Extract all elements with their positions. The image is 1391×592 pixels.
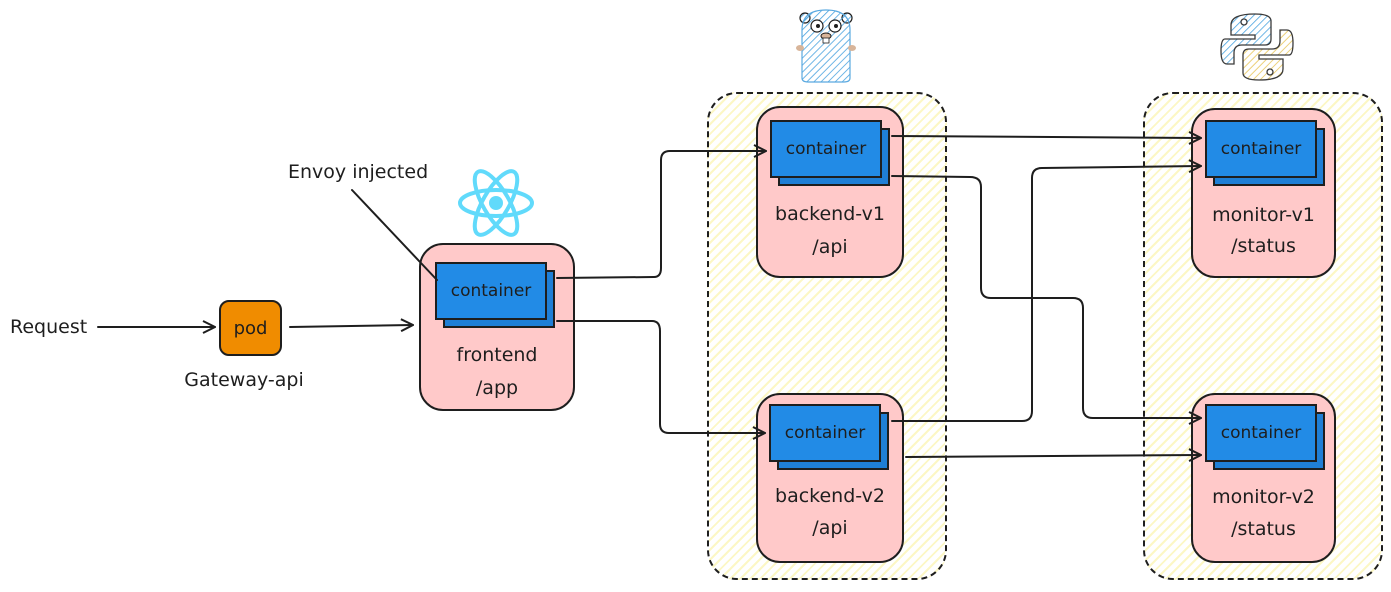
go-gopher-icon [796,9,856,83]
gateway-pod-label: pod [233,317,268,339]
frontend-name: frontend [456,344,538,366]
container-label: container [770,120,882,178]
arrow-backend-v1-monitor-v1 [891,136,1200,138]
envoy-pointer-line [351,189,438,281]
monitor-v2-name: monitor-v2 [1212,486,1315,508]
backend-v2-container[interactable]: container [769,404,891,472]
monitor-v1-path: /status [1231,235,1296,257]
backend-v1-name: backend-v1 [775,203,885,225]
monitor-v2-container[interactable]: container [1205,404,1327,472]
backend-v1-container[interactable]: container [770,120,892,188]
backend-v2-path: /api [812,517,848,539]
frontend-container[interactable]: container [435,262,557,330]
frontend-path: /app [475,377,519,399]
arrow-gateway-frontend [289,325,412,327]
react-icon [458,169,534,237]
gateway-name-label: Gateway-api [184,369,304,391]
container-label: container [1205,404,1317,462]
arrow-backend-v2-monitor-v2 [905,455,1200,457]
envoy-annotation: Envoy injected [288,161,429,183]
container-label: container [435,262,547,320]
request-label: Request [10,316,88,338]
backend-v2-name: backend-v2 [775,485,885,507]
monitor-v1-name: monitor-v1 [1212,204,1315,226]
monitor-v1-container[interactable]: container [1205,120,1327,188]
arrow-frontend-backend-v2 [556,320,764,433]
container-label: container [1205,120,1317,178]
backend-v1-path: /api [812,236,848,258]
gateway-pod[interactable]: pod [219,300,282,356]
arrow-frontend-backend-v1 [556,151,765,279]
arrow-backend-v2-monitor-v1 [891,166,1200,422]
python-icon [1220,13,1294,81]
monitor-v2-path: /status [1231,518,1296,540]
arrow-backend-v1-monitor-v2 [891,175,1200,418]
container-label: container [769,404,881,462]
